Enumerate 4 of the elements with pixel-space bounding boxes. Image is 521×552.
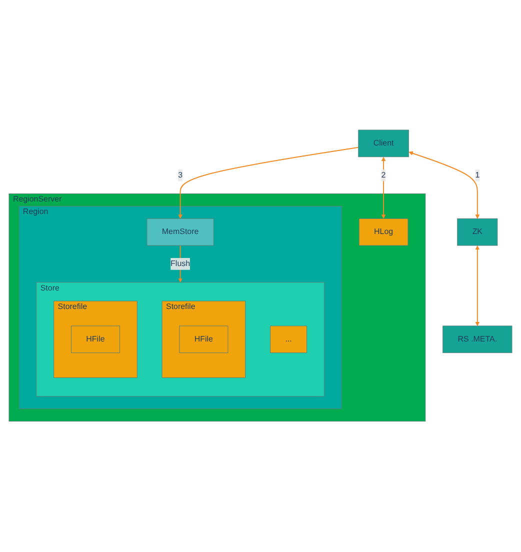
arrow [408,152,480,220]
arrow [381,157,386,220]
arrow [475,246,480,326]
arrow [178,147,359,220]
